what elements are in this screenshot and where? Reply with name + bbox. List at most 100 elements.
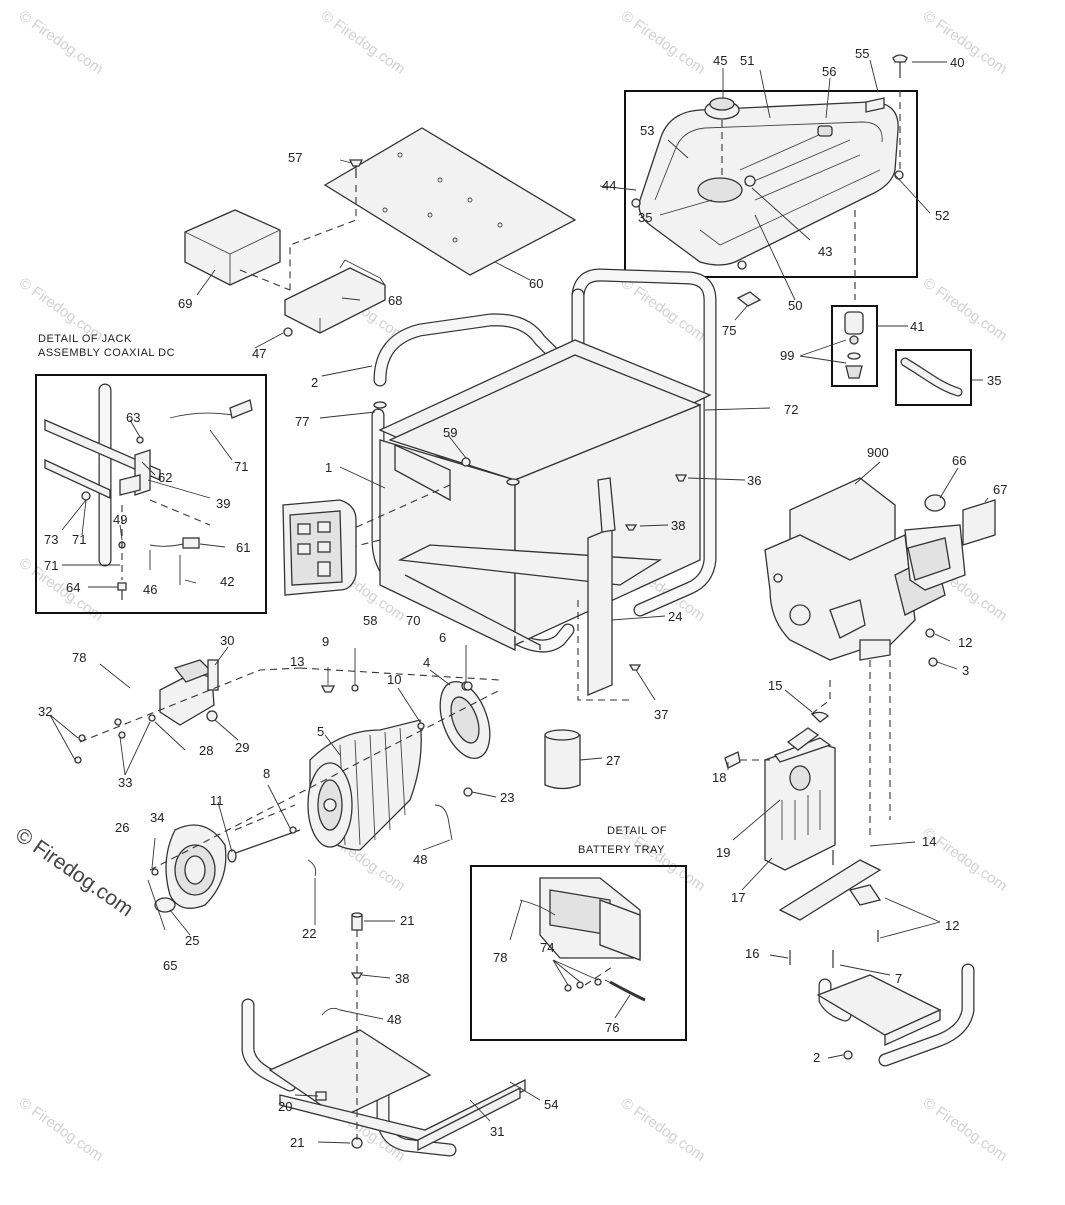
callout-16: 16	[745, 946, 759, 961]
callout-71-washer: 71	[72, 532, 86, 547]
callout-63: 63	[126, 410, 140, 425]
jack-detail-caption-line1: DETAIL OF JACK	[38, 333, 132, 345]
callout-48-stator: 48	[413, 852, 427, 867]
callout-55: 55	[855, 46, 869, 61]
callout-35-line: 35	[987, 373, 1001, 388]
outlet	[297, 543, 311, 555]
capacitor-body	[544, 734, 581, 790]
callout-49: 49	[113, 512, 127, 527]
callout-57: 57	[288, 150, 302, 165]
callout-labels: 45 51 55 56 40 53 44 52 35 43 50 57 60 6…	[38, 46, 1007, 1150]
callout-52: 52	[935, 208, 949, 223]
watermark-text: © Firedog.com	[318, 7, 409, 77]
bolt	[320, 685, 336, 693]
capacitor	[544, 729, 581, 790]
callout-54: 54	[544, 1097, 558, 1112]
callout-13: 13	[290, 654, 304, 669]
fuel-valve	[844, 311, 864, 335]
adapter-plug	[154, 897, 176, 913]
callout-2-base: 2	[813, 1050, 820, 1065]
mounting-plate	[323, 127, 577, 276]
callout-25: 25	[185, 933, 199, 948]
callout-35-tank: 35	[638, 210, 652, 225]
fuel-valve-assembly	[831, 305, 878, 387]
callout-73: 73	[44, 532, 58, 547]
callout-21-mount: 21	[400, 913, 414, 928]
callout-78-regulator: 78	[72, 650, 86, 665]
battery-detail-caption-line2: BATTERY TRAY	[578, 844, 665, 856]
battery-detail-box	[470, 865, 687, 1041]
callout-10: 10	[387, 672, 401, 687]
jack-assembly-detail: DETAIL OF JACK ASSEMBLY COAXIAL DC	[35, 333, 267, 614]
ground-wire	[434, 804, 453, 841]
callout-48-base: 48	[387, 1012, 401, 1027]
fuel-tank-detail-box	[624, 90, 918, 278]
battery-cable	[519, 899, 556, 916]
callout-31: 31	[490, 1124, 504, 1139]
main-frame	[339, 268, 717, 653]
watermark-text: © Firedog.com	[16, 7, 107, 77]
callout-11: 11	[210, 793, 224, 808]
callout-23: 23	[500, 790, 514, 805]
callout-59: 59	[443, 425, 457, 440]
callout-45: 45	[713, 53, 727, 68]
callout-3: 3	[962, 663, 969, 678]
frame-bumper	[373, 401, 387, 409]
callout-9: 9	[322, 634, 329, 649]
callout-40: 40	[950, 55, 964, 70]
callout-39: 39	[216, 496, 230, 511]
fuel-filler-neck	[697, 177, 743, 203]
frame-nut	[461, 457, 471, 467]
rubber-foot	[843, 1050, 853, 1060]
engine-plug	[924, 494, 946, 512]
callout-99: 99	[780, 348, 794, 363]
callout-74: 74	[540, 940, 554, 955]
callout-76: 76	[605, 1020, 619, 1035]
jack-connector	[182, 537, 200, 549]
muffler	[764, 741, 836, 871]
jack-detail-box	[35, 374, 267, 614]
callout-53: 53	[640, 123, 654, 138]
fuel-tank-assembly	[624, 54, 918, 300]
regulator-screw	[206, 710, 218, 722]
callout-33: 33	[118, 775, 132, 790]
tray-nut	[283, 327, 293, 337]
control-panel	[282, 499, 357, 596]
watermark-text: © Firedog.com	[920, 1094, 1011, 1164]
leader-lines	[49, 59, 989, 1144]
muffler-screw	[724, 751, 741, 769]
callout-64: 64	[66, 580, 80, 595]
battery-tray-detail: DETAIL OF BATTERY TRAY	[470, 825, 687, 1041]
battery-tray	[284, 267, 386, 334]
bracket-screw	[624, 524, 638, 531]
callout-56: 56	[822, 64, 836, 79]
watermark-large-text: © Firedog.com	[11, 823, 137, 921]
callout-67: 67	[993, 482, 1007, 497]
callout-30: 30	[220, 633, 234, 648]
frame-panel-opening	[394, 443, 451, 502]
callout-46: 46	[143, 582, 157, 597]
fuel-tank-body	[638, 101, 899, 266]
watermark-text: © Firedog.com	[16, 1094, 107, 1164]
tank-mount-bolt	[892, 54, 908, 63]
callout-66: 66	[952, 453, 966, 468]
callout-15: 15	[768, 678, 782, 693]
callout-34: 34	[150, 810, 164, 825]
outlet	[297, 523, 311, 535]
callout-17: 17	[731, 890, 745, 905]
callout-71-nut: 71	[44, 558, 58, 573]
callout-8: 8	[263, 766, 270, 781]
alternator-assembly	[74, 659, 501, 931]
callout-27: 27	[606, 753, 620, 768]
breaker	[317, 561, 331, 577]
pto-shaft	[789, 604, 811, 626]
base-frame-left	[241, 930, 526, 1157]
watermark-text: © Firedog.com	[920, 274, 1011, 344]
callout-900: 900	[867, 445, 889, 460]
plate-screw	[348, 159, 364, 167]
through-bolt	[229, 829, 301, 856]
callout-68: 68	[388, 293, 402, 308]
callout-70: 70	[406, 613, 420, 628]
watermark-text: © Firedog.com	[618, 1094, 709, 1164]
